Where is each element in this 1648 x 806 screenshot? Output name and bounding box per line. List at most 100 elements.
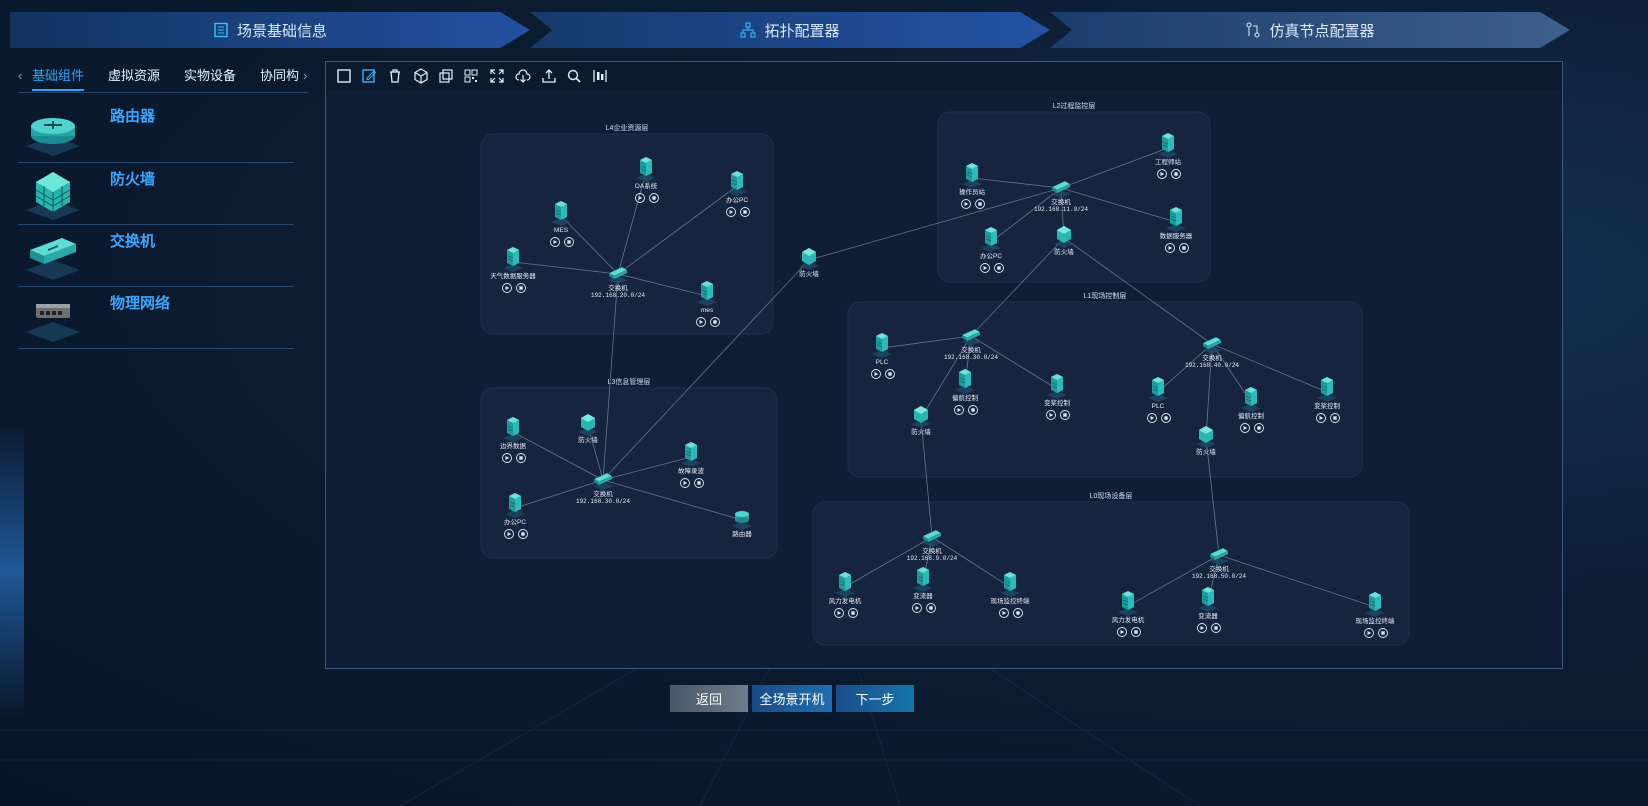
back-button[interactable]: 返回	[670, 685, 748, 712]
stop-icon[interactable]	[994, 263, 1004, 273]
stop-icon[interactable]	[848, 608, 858, 618]
play-icon[interactable]	[1316, 413, 1326, 423]
stop-icon[interactable]	[1013, 608, 1023, 618]
copy-icon[interactable]	[438, 68, 454, 84]
chevron-left-icon[interactable]: ‹	[18, 68, 23, 83]
play-icon[interactable]	[1117, 627, 1127, 637]
align-icon[interactable]	[592, 68, 608, 84]
chevron-right-icon[interactable]: ›	[303, 68, 308, 83]
server-node[interactable]: PLC	[1147, 377, 1171, 423]
component-physical-network[interactable]: 物理网络	[18, 286, 294, 349]
cube-icon[interactable]	[413, 68, 429, 84]
play-icon[interactable]	[726, 207, 736, 217]
server-node[interactable]: 操作员站	[959, 163, 986, 209]
server-node[interactable]: MES	[550, 201, 574, 247]
stop-icon[interactable]	[1378, 628, 1388, 638]
play-icon[interactable]	[999, 608, 1009, 618]
server-node[interactable]: 变流器	[1197, 587, 1221, 633]
tab-virtual-resources[interactable]: 虚拟资源	[108, 68, 161, 83]
server-node[interactable]: 变桨控制	[1314, 377, 1341, 423]
tab-co-sim[interactable]: 协同构	[260, 68, 300, 83]
component-router[interactable]: 路由器	[18, 100, 294, 163]
play-icon[interactable]	[1157, 169, 1167, 179]
component-switch[interactable]: 交换机	[18, 224, 294, 287]
play-icon[interactable]	[871, 369, 881, 379]
server-node[interactable]: 边界数据	[500, 417, 527, 463]
stop-icon[interactable]	[649, 193, 659, 203]
server-node[interactable]: 偏航控制	[952, 369, 979, 415]
server-node[interactable]: 数据服务器	[1160, 207, 1193, 253]
delete-icon[interactable]	[387, 68, 403, 84]
server-node[interactable]: 风力发电机	[829, 572, 862, 618]
topology-canvas[interactable]: L4企业资源层L3信息管理层L2过程监控层L1现场控制层L0现场设备层OA系统办…	[326, 90, 1562, 668]
stop-icon[interactable]	[1254, 423, 1264, 433]
firewall-node[interactable]: 防火墙	[911, 406, 931, 436]
firewall-node[interactable]: 防火墙	[1054, 226, 1074, 256]
play-icon[interactable]	[635, 193, 645, 203]
play-icon[interactable]	[961, 199, 971, 209]
play-icon[interactable]	[504, 529, 514, 539]
play-icon[interactable]	[1240, 423, 1250, 433]
server-node[interactable]: 办公PC	[980, 227, 1004, 273]
stop-icon[interactable]	[1161, 413, 1171, 423]
firewall-node[interactable]: 防火墙	[799, 248, 819, 278]
edit-icon[interactable]	[361, 68, 377, 84]
router-node[interactable]: 路由器	[732, 511, 752, 538]
play-icon[interactable]	[834, 608, 844, 618]
server-node[interactable]: 变桨控制	[1044, 374, 1071, 420]
start-all-button[interactable]: 全场景开机	[752, 685, 832, 712]
server-node[interactable]: 办公PC	[504, 493, 528, 539]
play-icon[interactable]	[696, 317, 706, 327]
step-scene-info[interactable]: 场景基础信息	[10, 12, 530, 48]
server-node[interactable]: 变流器	[912, 567, 936, 613]
play-icon[interactable]	[1147, 413, 1157, 423]
server-node[interactable]: 现场监控终端	[991, 572, 1031, 618]
stop-icon[interactable]	[694, 478, 704, 488]
stop-icon[interactable]	[1211, 623, 1221, 633]
play-icon[interactable]	[954, 405, 964, 415]
zoom-icon[interactable]	[566, 68, 582, 84]
stop-icon[interactable]	[1330, 413, 1340, 423]
server-node[interactable]: 办公PC	[726, 171, 750, 217]
play-icon[interactable]	[502, 283, 512, 293]
stop-icon[interactable]	[1171, 169, 1181, 179]
play-icon[interactable]	[680, 478, 690, 488]
play-icon[interactable]	[1165, 243, 1175, 253]
stop-icon[interactable]	[885, 369, 895, 379]
stop-icon[interactable]	[968, 405, 978, 415]
play-icon[interactable]	[912, 603, 922, 613]
stop-icon[interactable]	[926, 603, 936, 613]
stop-icon[interactable]	[516, 283, 526, 293]
step-node-config[interactable]: 仿真节点配置器	[1050, 12, 1570, 48]
stop-icon[interactable]	[1131, 627, 1141, 637]
server-node[interactable]: 工程师站	[1155, 133, 1182, 179]
stop-icon[interactable]	[1060, 410, 1070, 420]
download-icon[interactable]	[515, 68, 531, 84]
play-icon[interactable]	[980, 263, 990, 273]
component-firewall[interactable]: 防火墙	[18, 162, 294, 225]
play-icon[interactable]	[1046, 410, 1056, 420]
tab-basic-components[interactable]: 基础组件	[32, 66, 85, 91]
server-node[interactable]: 天气数据服务器	[490, 247, 536, 293]
play-icon[interactable]	[1364, 628, 1374, 638]
step-topology[interactable]: 拓扑配置器	[530, 12, 1050, 48]
next-button[interactable]: 下一步	[836, 685, 914, 712]
stop-icon[interactable]	[564, 237, 574, 247]
stop-icon[interactable]	[1179, 243, 1189, 253]
server-node[interactable]: 故障录波	[678, 442, 705, 488]
play-icon[interactable]	[550, 237, 560, 247]
server-node[interactable]: 现场监控终端	[1356, 592, 1396, 638]
firewall-node[interactable]: 防火墙	[1196, 426, 1216, 456]
stop-icon[interactable]	[710, 317, 720, 327]
grid-layout-icon[interactable]	[463, 68, 479, 84]
fullscreen-icon[interactable]	[489, 68, 505, 84]
upload-icon[interactable]	[541, 68, 557, 84]
server-node[interactable]: PLC	[871, 333, 895, 379]
